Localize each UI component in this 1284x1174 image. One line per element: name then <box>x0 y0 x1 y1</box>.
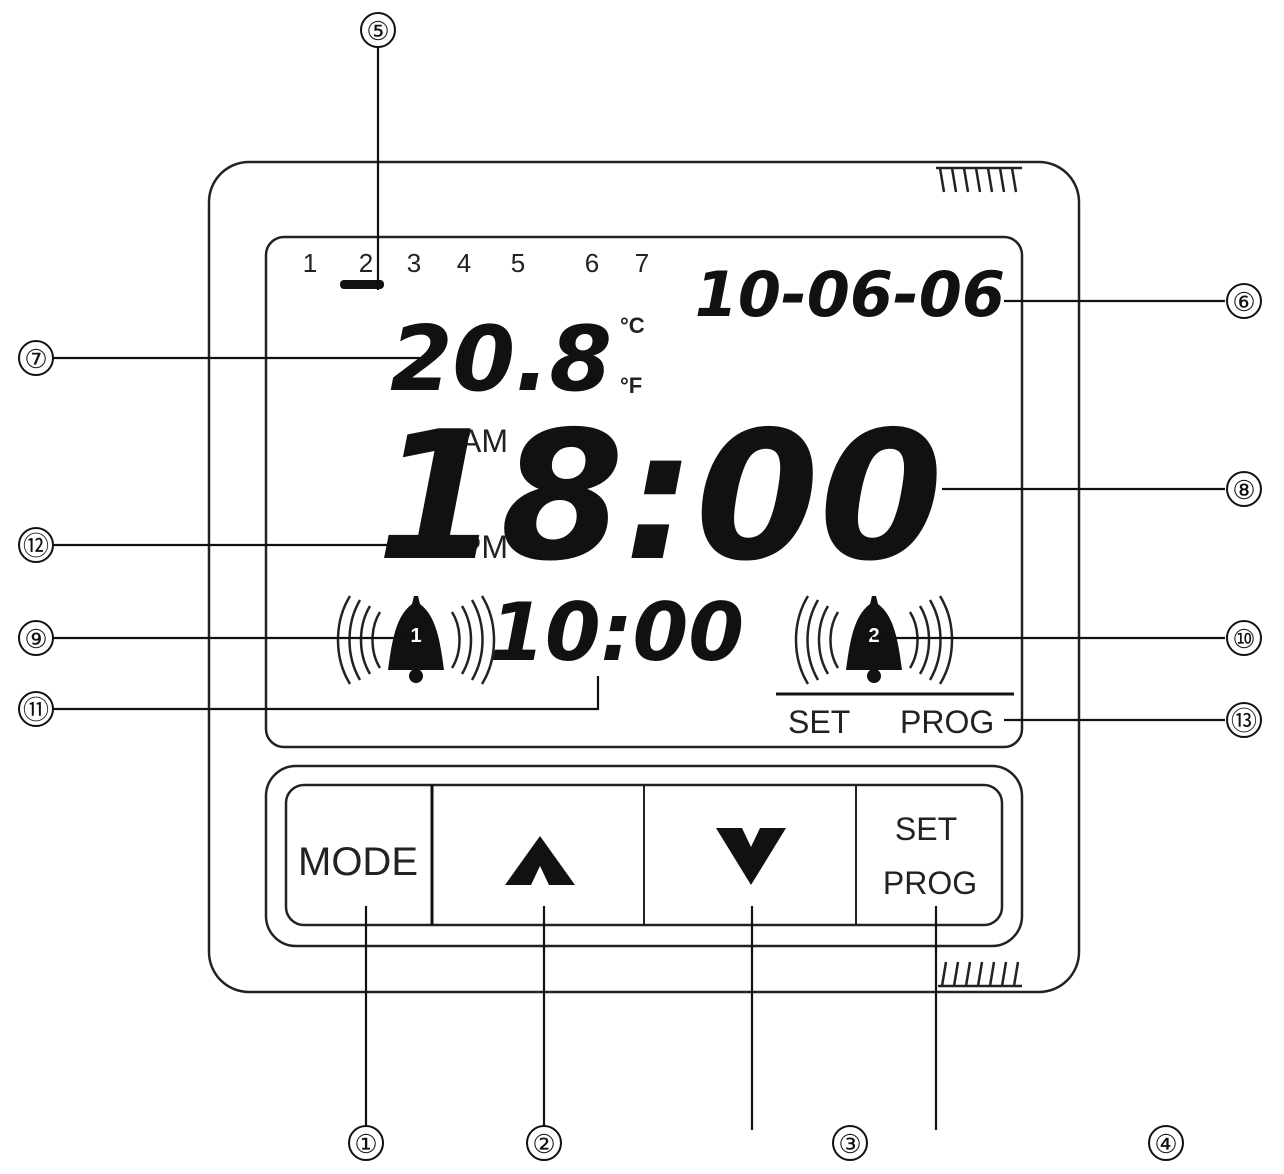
svg-text:①: ① <box>354 1129 377 1159</box>
day-number: 1 <box>303 248 317 278</box>
svg-text:⑫: ⑫ <box>23 531 49 561</box>
am-indicator: AM <box>460 423 508 459</box>
svg-text:⑥: ⑥ <box>1232 287 1255 317</box>
svg-text:⑤: ⑤ <box>366 16 389 46</box>
lcd-screen <box>264 235 1024 749</box>
celsius-unit: °C <box>620 313 645 338</box>
fahrenheit-unit: °F <box>620 373 642 398</box>
prog-indicator: PROG <box>900 704 994 740</box>
callout-5: ⑤ <box>360 12 396 48</box>
svg-text:⑬: ⑬ <box>1231 706 1257 736</box>
alarm-time-display: 10:00 <box>489 586 744 679</box>
callout-13: ⑬ <box>1226 702 1262 738</box>
top-vent-icon <box>936 166 1022 193</box>
set-prog-button-line1: SET <box>895 811 957 847</box>
svg-text:⑦: ⑦ <box>24 344 47 374</box>
callout-1: ① <box>348 1125 384 1161</box>
day-number: 7 <box>635 248 649 278</box>
button-panel <box>264 764 1024 948</box>
device-body <box>207 160 1081 994</box>
pm-indicator: PM <box>460 529 508 565</box>
set-prog-button-line2: PROG <box>883 865 977 901</box>
callout-9: ⑨ <box>18 620 54 656</box>
alarm-2-number: 2 <box>868 625 879 647</box>
callout-12: ⑫ <box>18 527 54 563</box>
alarm-1-bell-icon: 1 <box>336 595 496 685</box>
svg-text:⑩: ⑩ <box>1232 624 1255 654</box>
day-number: 2 <box>359 248 373 278</box>
svg-text:④: ④ <box>1154 1129 1177 1159</box>
day-number: 5 <box>511 248 525 278</box>
callout-11: ⑪ <box>18 691 54 727</box>
svg-text:③: ③ <box>838 1129 861 1159</box>
up-button[interactable] <box>434 787 642 923</box>
bottom-vent-icon <box>938 961 1022 988</box>
callout-7: ⑦ <box>18 340 54 376</box>
svg-text:⑧: ⑧ <box>1232 475 1255 505</box>
callout-8: ⑧ <box>1226 471 1262 507</box>
svg-text:②: ② <box>532 1129 555 1159</box>
callout-2: ② <box>526 1125 562 1161</box>
day-number: 4 <box>457 248 471 278</box>
callout-4: ④ <box>1148 1125 1184 1161</box>
set-prog-button[interactable]: SET PROG <box>858 787 1000 923</box>
alarm-2-bell-icon: 2 <box>794 595 954 685</box>
svg-text:⑪: ⑪ <box>23 695 49 725</box>
mode-button-label: MODE <box>298 840 418 884</box>
day-number: 6 <box>585 248 599 278</box>
alarm-1-number: 1 <box>410 625 421 647</box>
callout-leaders <box>52 46 1225 1130</box>
chevron-up-icon <box>505 836 575 885</box>
day-indicator-row: 1 2 3 4 5 6 7 <box>303 248 649 278</box>
down-button[interactable] <box>646 787 854 923</box>
set-indicator: SET <box>788 704 850 740</box>
callout-10: ⑩ <box>1226 620 1262 656</box>
date-display: 10-06-06 <box>695 258 1005 331</box>
chevron-down-icon <box>716 828 786 885</box>
callout-6: ⑥ <box>1226 283 1262 319</box>
main-time-display: 18:00 <box>376 393 943 600</box>
temperature-display: 20.8 <box>390 307 612 412</box>
day-number: 3 <box>407 248 421 278</box>
svg-text:⑨: ⑨ <box>24 624 47 654</box>
current-day-marker <box>340 280 384 289</box>
callout-3: ③ <box>832 1125 868 1161</box>
mode-button[interactable]: MODE <box>288 787 430 923</box>
